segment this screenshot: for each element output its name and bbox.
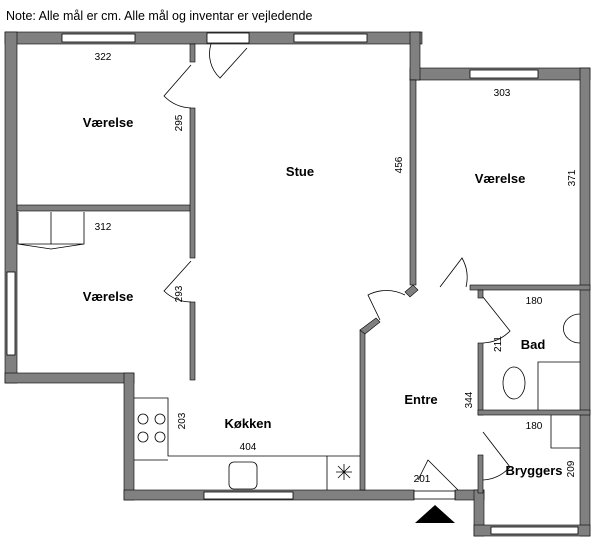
room-label: Entre [404,392,437,407]
dimension: 312 [95,222,112,233]
walls-part [4,372,135,384]
walls-part [359,317,381,335]
toilet-icon [502,366,526,400]
balcony-door [206,32,250,44]
walls [4,31,591,537]
window [469,69,539,79]
window [203,491,294,500]
bath-fixtures-part [537,361,580,449]
entrance-arrow-icon [415,505,455,523]
walls-part [189,301,196,381]
window [61,33,136,43]
extractor-icon [336,464,352,480]
walls-part [579,67,591,537]
dimension: 201 [414,474,431,485]
bath-fixtures [502,313,581,449]
washbasin-icon [563,313,581,344]
room-label: Værelse [83,289,134,304]
room-label: Køkken [225,416,272,431]
door-swings [163,43,511,491]
entrance-door [413,490,456,500]
walls-part [123,372,135,501]
dimension: 180 [526,296,543,307]
note-text: Note: Alle mål er cm. Alle mål og invent… [6,9,313,23]
dimension: 203 [177,412,188,429]
kitchen-fixtures-part [134,397,360,490]
stove-icon-part [137,431,149,443]
dimension: 295 [174,114,185,131]
window [6,271,16,356]
stove-icon-part [154,431,166,443]
walls-part [189,43,196,63]
room-label: Stue [286,164,314,179]
room-label: Bad [521,337,546,352]
dimension: 180 [526,421,543,432]
dimension: 371 [567,169,578,186]
extractor-icon-part [336,464,352,480]
dimension: 303 [494,88,511,99]
walls-part [189,107,196,259]
dimension: 344 [464,391,475,408]
dimension: 293 [174,285,185,302]
walls-part [477,454,484,494]
window [293,33,368,43]
room-label: Værelse [475,171,526,186]
dimension: 322 [95,52,112,63]
sink-icon [228,461,258,490]
walls-part [469,284,591,291]
door-swings-part [417,459,459,491]
kitchen-fixtures-part [17,212,85,250]
room-label: Værelse [83,115,134,130]
door-swings-part [209,43,248,79]
door-swings-part [439,257,468,288]
window [490,526,579,535]
walls-part [16,204,192,212]
walls-part [477,289,484,299]
stove-icon [137,413,166,443]
stove-icon-part [137,413,149,425]
windows [6,32,579,535]
walls-part [477,342,484,416]
walls-part [409,31,421,81]
dimension: 211 [493,336,504,352]
dimension: 456 [394,156,405,173]
walls-part [404,284,419,298]
door-swings-part [482,296,511,344]
walls-part [359,329,366,491]
kitchen-fixtures [17,212,360,490]
door-swings-part [367,290,406,321]
stove-icon-part [154,413,166,425]
room-label: Bryggers [505,463,562,478]
dimension: 404 [240,442,257,453]
door-swings-part [482,431,511,481]
dimension: 209 [566,460,577,477]
door-swings-part [163,260,192,303]
walls-part [477,409,591,416]
door-swings-part [163,64,192,109]
walls-part [409,79,417,286]
